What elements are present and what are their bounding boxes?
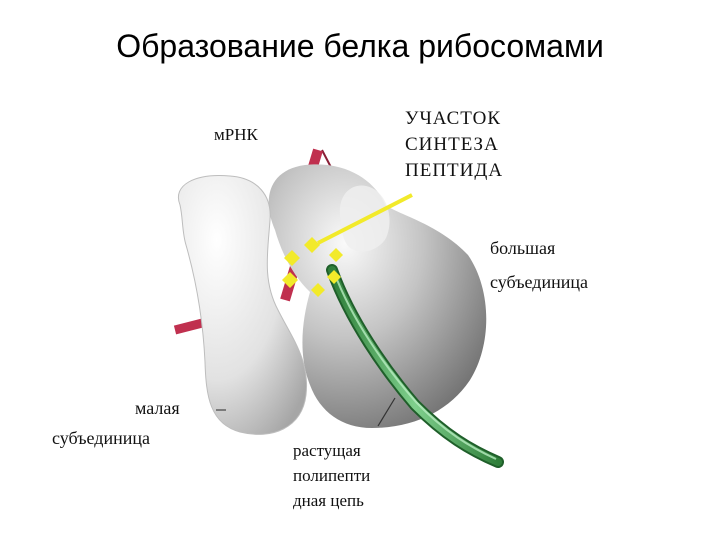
large-subunit-label-line-1: большая xyxy=(490,238,555,258)
synthesis-site-label-line-2: СИНТЕЗА xyxy=(405,134,499,155)
polypeptide-label-line-2: полипепти xyxy=(293,466,370,485)
small-subunit-label-line-1: малая xyxy=(135,398,180,418)
mrna-label: мРНК xyxy=(214,125,258,144)
large-subunit-label-line-2: субъединица xyxy=(490,272,588,292)
polypeptide-label-line-3: дная цепь xyxy=(293,491,364,510)
polypeptide-label-line-1: растущая xyxy=(293,441,361,460)
small-subunit-label-line-2: субъединица xyxy=(52,428,150,448)
synthesis-site-label-line-1: УЧАСТОК xyxy=(405,108,501,129)
synthesis-site-label-line-3: ПЕПТИДА xyxy=(405,160,503,181)
